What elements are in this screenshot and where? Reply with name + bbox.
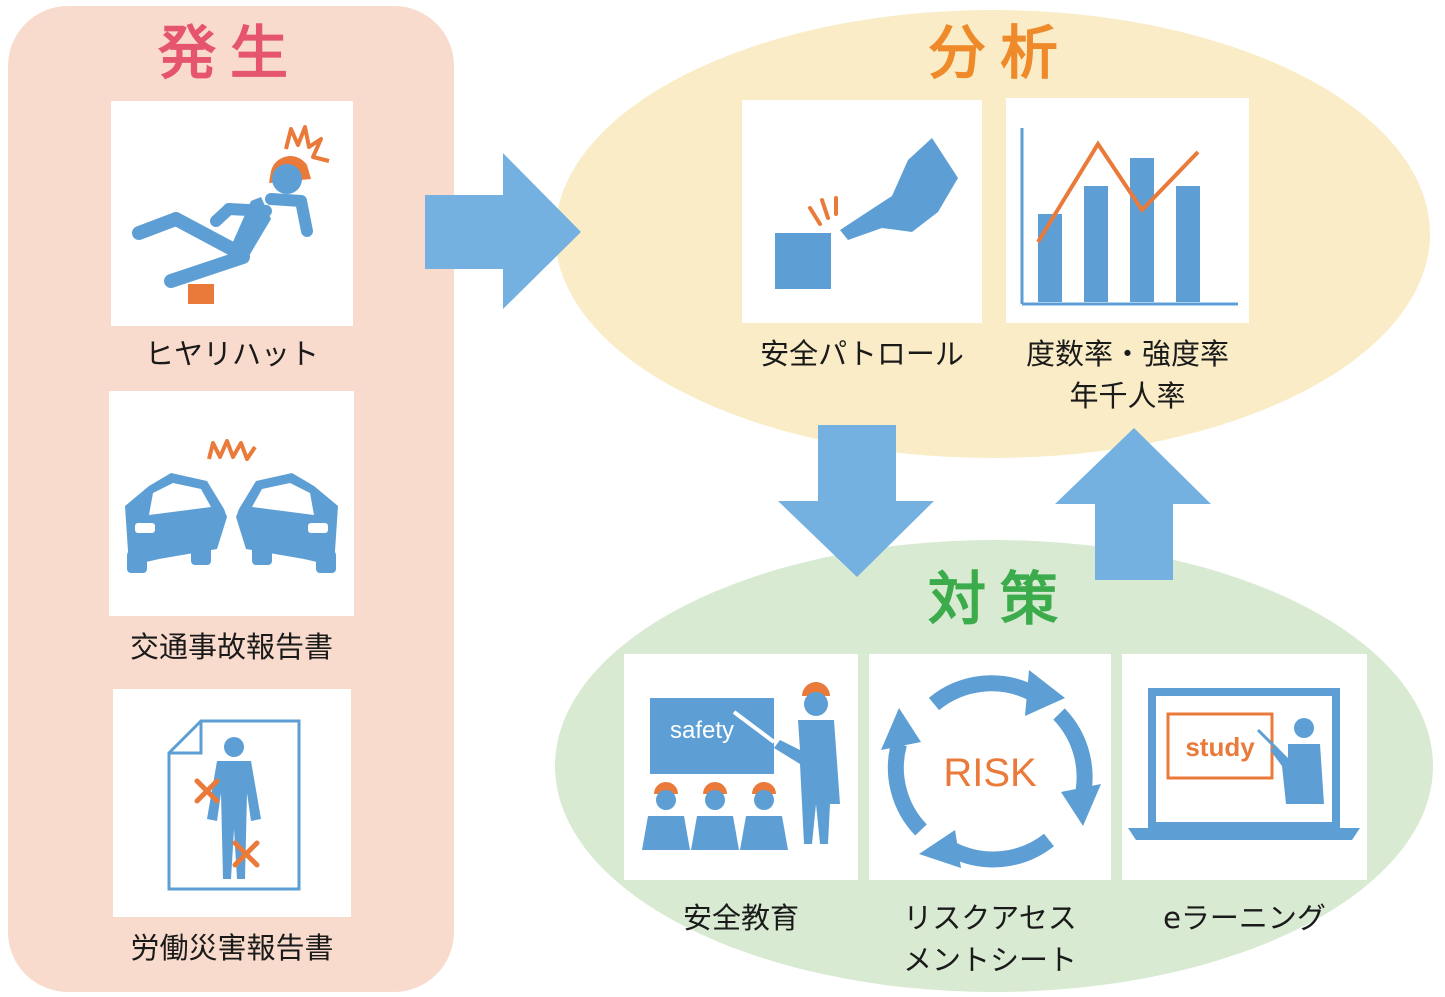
up-arrow-icon — [1055, 428, 1211, 580]
safety-board-text: safety — [670, 717, 734, 744]
safety-patrol-tile — [742, 100, 982, 323]
elearning-tile: study — [1122, 654, 1367, 880]
accident-rate-tile — [1006, 98, 1249, 323]
accident-rate-label-line2: 年千人率 — [1069, 379, 1186, 413]
falling-worker-icon — [132, 125, 330, 304]
risk-center-text: RISK — [943, 751, 1037, 795]
bunseki-ellipse — [555, 10, 1430, 458]
elearning-label: eラーニング — [1163, 901, 1326, 935]
safety-patrol-label: 安全パトロール — [760, 337, 964, 371]
safety-education-label: 安全教育 — [682, 901, 799, 935]
classroom-icon: safety — [642, 682, 840, 850]
traffic-accident-tile — [109, 391, 354, 616]
safety-education-tile: safety — [624, 654, 858, 880]
car-collision-icon — [125, 439, 338, 573]
accident-rate-label-line1: 度数率・強度率 — [1025, 337, 1229, 371]
hiyarihatto-tile — [111, 101, 353, 326]
right-arrow-icon — [425, 153, 581, 309]
bunseki-heading: 分析 — [927, 19, 1072, 87]
risk-assessment-label-line1: リスクアセス — [903, 901, 1077, 935]
study-screen-text: study — [1185, 732, 1255, 762]
risk-cycle-icon: RISK — [881, 670, 1101, 868]
pointing-hand-icon — [775, 138, 958, 289]
industrial-accident-tile — [113, 689, 351, 917]
risk-assessment-tile: RISK — [869, 654, 1111, 880]
hassei-heading: 発生 — [157, 19, 302, 87]
injury-report-icon — [167, 719, 301, 891]
taisaku-heading: 対策 — [927, 565, 1072, 633]
traffic-accident-label: 交通事故報告書 — [129, 630, 333, 664]
down-arrow-icon — [778, 425, 934, 577]
industrial-accident-label: 労働災害報告書 — [130, 931, 334, 965]
hiyarihatto-label: ヒヤリハット — [144, 337, 319, 371]
bar-line-chart-icon — [1020, 128, 1238, 306]
laptop-lesson-icon: study — [1128, 688, 1360, 840]
risk-assessment-label-line2: メントシート — [902, 943, 1077, 977]
